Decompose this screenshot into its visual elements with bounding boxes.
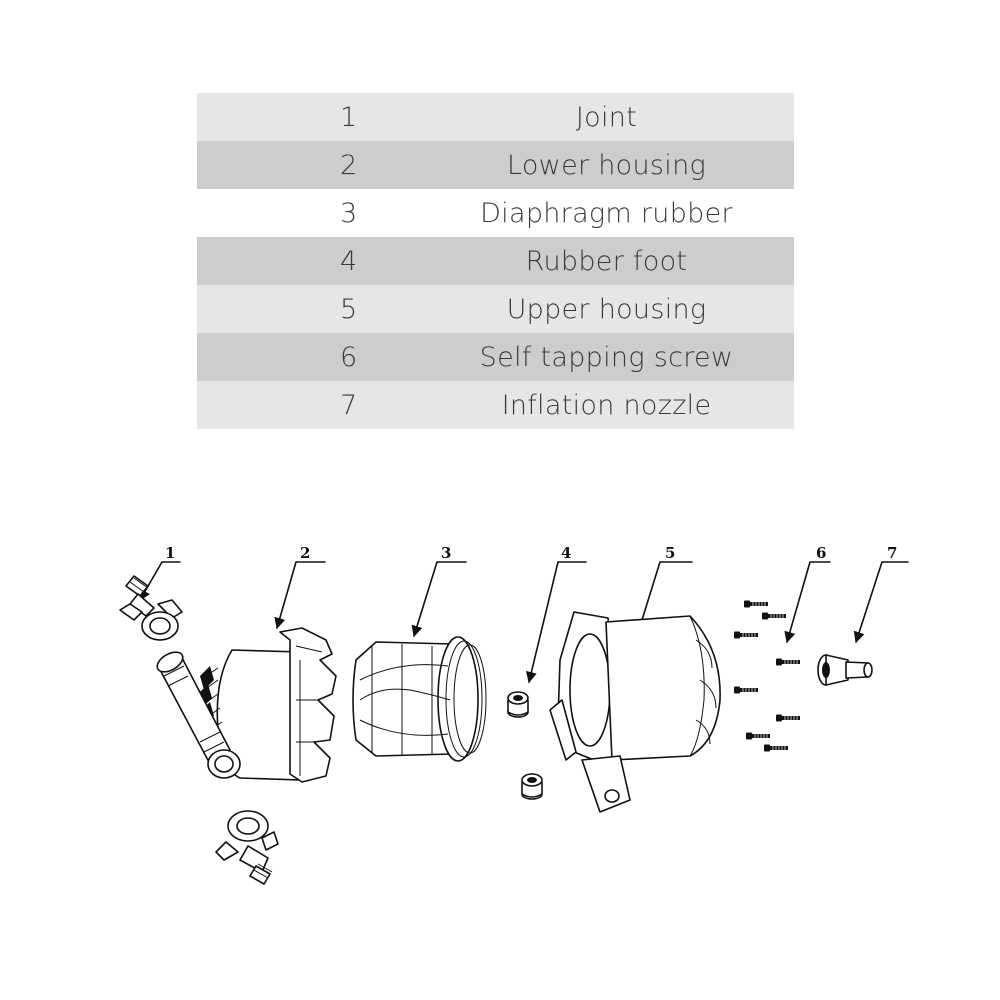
table-row: 1 Joint (197, 93, 794, 141)
svg-text:5: 5 (665, 544, 675, 562)
table-row: 5 Upper housing (197, 285, 794, 333)
svg-text:4: 4 (561, 544, 571, 562)
part-name: Inflation nozzle (501, 389, 712, 421)
callout-6: 6 (784, 544, 831, 644)
part-name: Self tapping screw (479, 341, 734, 373)
joint-fitting-upper (119, 575, 183, 641)
table-row: 2 Lower housing (197, 141, 794, 189)
callout-4: 4 (525, 544, 587, 684)
part-number: 1 (340, 101, 358, 133)
part-number: 7 (340, 389, 358, 421)
exploded-view-diagram: 1 2 3 4 5 6 7 (119, 544, 909, 885)
part-name: Diaphragm rubber (480, 197, 733, 229)
callout-3: 3 (411, 544, 467, 638)
upper-housing (549, 611, 721, 813)
svg-text:2: 2 (300, 544, 310, 562)
part-number: 4 (340, 245, 358, 277)
table-row: 7 Inflation nozzle (197, 381, 794, 429)
svg-text:7: 7 (887, 544, 897, 562)
part-number: 5 (340, 293, 358, 325)
part-number: 2 (340, 149, 358, 181)
table-row: 4 Rubber foot (197, 237, 794, 285)
rubber-foot-lower (521, 773, 543, 800)
part-name: Joint (575, 101, 638, 133)
joint-fitting-lower (215, 810, 279, 885)
svg-text:1: 1 (165, 544, 175, 562)
parts-table: 1 Joint 2 Lower housing 3 Diaphragm rubb… (197, 93, 794, 429)
inflation-nozzle (817, 654, 873, 686)
part-name: Lower housing (507, 149, 706, 181)
part-name: Upper housing (506, 293, 707, 325)
callout-1: 1 (139, 544, 181, 601)
lower-housing (156, 627, 337, 783)
callout-7: 7 (853, 544, 909, 644)
part-name: Rubber foot (525, 245, 688, 277)
svg-text:3: 3 (441, 544, 451, 562)
table-row: 6 Self tapping screw (197, 333, 794, 381)
self-tapping-screws (733, 600, 801, 752)
callout-5: 5 (634, 544, 693, 638)
svg-text:6: 6 (816, 544, 826, 562)
table-row: 3 Diaphragm rubber (197, 189, 794, 237)
rubber-foot-upper (507, 691, 529, 718)
part-number: 3 (340, 197, 358, 229)
diaphragm-rubber (352, 636, 487, 762)
callout-2: 2 (274, 544, 326, 630)
part-number: 6 (340, 341, 358, 373)
